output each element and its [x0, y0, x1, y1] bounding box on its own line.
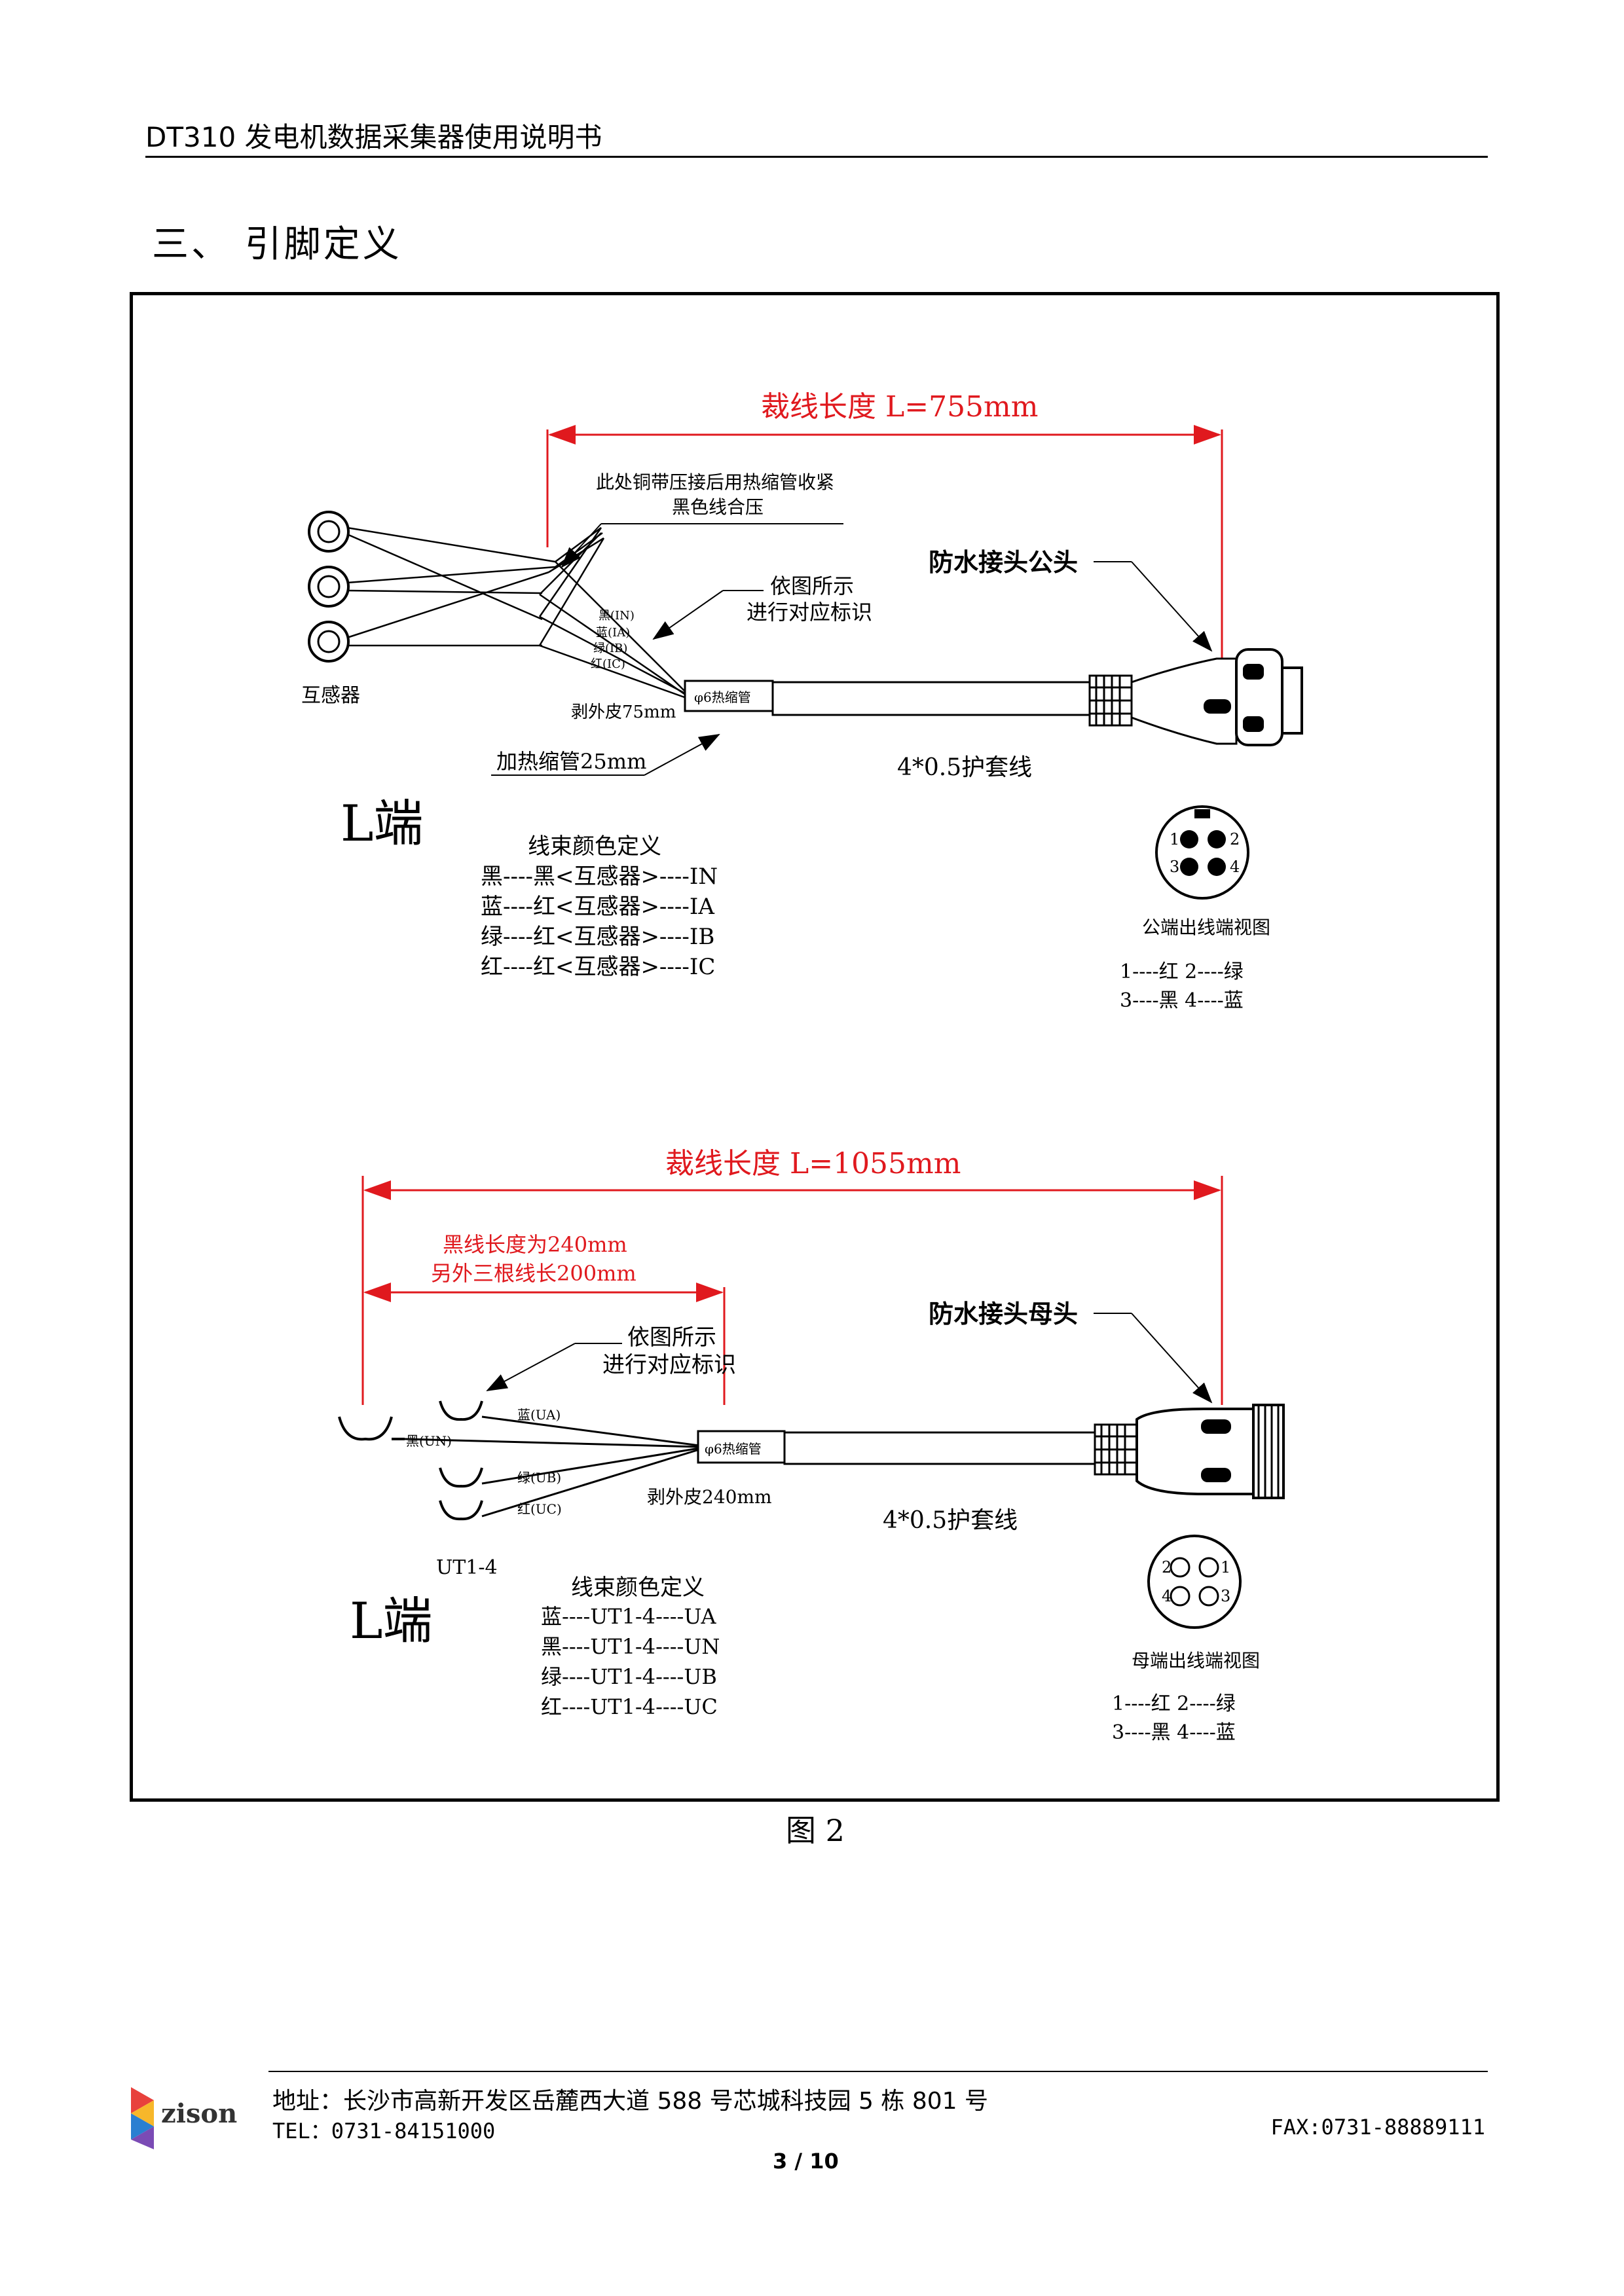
bottom-cable-label: 4*0.5护套线 [883, 1507, 1018, 1534]
top-wire-tags: 黑(IN) 蓝(IA) 绿(IB) 红(IC) [591, 609, 635, 671]
ring-terminal-icon [308, 621, 350, 663]
sensor-rings [308, 511, 350, 663]
legend-item: 蓝----红<互感器>----IA [481, 894, 714, 920]
legend-item: 绿----红<互感器>----IB [481, 924, 714, 950]
svg-text:绿(IB): 绿(IB) [593, 642, 627, 655]
bottom-diagram: 裁线长度 L=1055mm 黑线长度为240mm 另外三根线长200mm 依图所… [338, 1147, 1285, 1744]
svg-text:2: 2 [1230, 830, 1240, 848]
bottom-legend-title: 线束颜色定义 [571, 1575, 705, 1601]
bottom-other-length: 另外三根线长200mm [431, 1261, 637, 1286]
wiring-diagram: 裁线长度 L=755mm 此处铜带压接后用热缩管收紧 黑色线合压 互感器 [301, 390, 1303, 1744]
bottom-legend: 蓝----UT1-4----UA 黑----UT1-4----UN 绿----U… [541, 1604, 720, 1719]
bottom-end-label: L端 [350, 1592, 432, 1650]
svg-text:4: 4 [1162, 1587, 1172, 1605]
figure-caption: 图 2 [786, 1813, 845, 1848]
fork-terminal-icon [338, 1416, 393, 1441]
svg-text:2: 2 [1162, 1558, 1172, 1576]
top-length-label: 裁线长度 L=755mm [761, 390, 1039, 424]
bottom-strip-label: 剥外皮240mm [647, 1486, 772, 1508]
svg-text:3: 3 [1170, 858, 1179, 876]
bottom-mark-note-2: 进行对应标识 [602, 1352, 736, 1378]
fork-terminal-icon [439, 1400, 483, 1421]
svg-text:蓝(UA): 蓝(UA) [517, 1407, 561, 1423]
company-logo: zison [131, 2087, 237, 2149]
section-title: 三、 引脚定义 [152, 223, 402, 266]
logo-text: zison [161, 2098, 237, 2129]
male-pin-map-2: 3----黑 4----蓝 [1120, 989, 1244, 1012]
female-connector-arrow [1131, 1313, 1213, 1404]
top-mark-note-2: 进行对应标识 [747, 600, 872, 625]
bottom-sleeve-label: φ6热缩管 [705, 1441, 762, 1457]
svg-text:红(UC): 红(UC) [517, 1501, 562, 1517]
footer-address: 地址：长沙市高新开发区岳麓西大道 588 号芯城科技园 5 栋 801 号 [272, 2088, 988, 2115]
legend-item: 黑----黑<互感器>----IN [481, 864, 718, 890]
top-end-label: L端 [341, 794, 423, 852]
top-shrink-arrow [644, 734, 720, 776]
svg-text:黑(UN): 黑(UN) [406, 1433, 452, 1449]
top-note-2: 黑色线合压 [672, 496, 764, 518]
fork-terminal-icon [439, 1500, 483, 1521]
male-pin-view: 1 2 3 4 [1155, 805, 1249, 900]
footer-fax: FAX:0731-88889111 [1270, 2115, 1485, 2140]
bottom-wire-tags: 蓝(UA) 黑(UN) 绿(UB) 红(UC) [406, 1407, 562, 1517]
top-legend-title: 线束颜色定义 [528, 833, 661, 860]
female-pin-map-1: 1----红 2----绿 [1112, 1692, 1236, 1715]
male-pin-map-1: 1----红 2----绿 [1120, 960, 1244, 983]
document-header-title: DT310 发电机数据采集器使用说明书 [145, 121, 602, 153]
male-connector-arrow [1131, 561, 1213, 652]
top-legend: 黑----黑<互感器>----IN 蓝----红<互感器>----IA 绿---… [481, 864, 718, 980]
male-pin-view-label: 公端出线端视图 [1142, 917, 1270, 938]
bottom-black-length: 黑线长度为240mm [443, 1232, 627, 1257]
svg-text:红(IC): 红(IC) [591, 657, 625, 671]
svg-text:1: 1 [1170, 830, 1179, 848]
svg-text:4: 4 [1230, 858, 1240, 876]
top-sleeve-label: φ6热缩管 [694, 689, 751, 705]
top-cable [771, 681, 1107, 716]
bottom-length-label: 裁线长度 L=1055mm [665, 1147, 961, 1180]
bottom-wires [404, 1415, 700, 1518]
top-note-1: 此处铜带压接后用热缩管收紧 [596, 471, 834, 493]
terminal-label: UT1-4 [436, 1556, 498, 1579]
footer-rule [268, 2071, 1488, 2072]
top-wires [346, 526, 687, 699]
legend-item: 绿----UT1-4----UB [541, 1664, 717, 1689]
male-connector [1088, 648, 1303, 746]
svg-text:黑(IN): 黑(IN) [599, 609, 635, 623]
legend-item: 黑----UT1-4----UN [541, 1634, 720, 1659]
top-mark-arrow [652, 590, 724, 640]
svg-text:绿(UB): 绿(UB) [517, 1470, 561, 1485]
ring-terminal-icon [308, 511, 350, 553]
svg-text:3: 3 [1221, 1587, 1230, 1605]
svg-text:1: 1 [1221, 1558, 1230, 1576]
bottom-cable [783, 1431, 1096, 1465]
top-shrink-label: 加热缩管25mm [496, 749, 646, 774]
fork-terminal-icon [439, 1467, 483, 1488]
female-pin-view: 2 1 4 3 [1147, 1535, 1242, 1629]
top-mark-note-1: 依图所示 [770, 574, 854, 598]
header-rule [145, 156, 1488, 158]
footer-tel: TEL：0731-84151000 [272, 2119, 496, 2143]
sensor-label: 互感器 [301, 684, 360, 707]
top-diagram: 裁线长度 L=755mm 此处铜带压接后用热缩管收紧 黑色线合压 互感器 [301, 390, 1303, 1012]
legend-item: 红----UT1-4----UC [541, 1694, 718, 1719]
bottom-mark-note-1: 依图所示 [627, 1324, 716, 1351]
female-connector [1094, 1404, 1285, 1499]
female-connector-label: 防水接头母头 [929, 1299, 1078, 1328]
ring-terminal-icon [308, 566, 350, 608]
fork-terminals [338, 1400, 483, 1521]
figure-frame [130, 292, 1500, 1802]
legend-item: 蓝----UT1-4----UA [541, 1604, 716, 1629]
male-connector-label: 防水接头公头 [929, 547, 1078, 577]
top-strip-label: 剥外皮75mm [571, 702, 676, 722]
female-pin-view-label: 母端出线端视图 [1132, 1650, 1260, 1671]
top-cable-label: 4*0.5护套线 [897, 754, 1032, 781]
bottom-mark-arrow [486, 1343, 576, 1391]
page-number: 3 / 10 [773, 2149, 839, 2174]
svg-text:蓝(IA): 蓝(IA) [596, 626, 630, 640]
female-pin-map-2: 3----黑 4----蓝 [1112, 1721, 1236, 1744]
legend-item: 红----红<互感器>----IC [481, 954, 715, 980]
